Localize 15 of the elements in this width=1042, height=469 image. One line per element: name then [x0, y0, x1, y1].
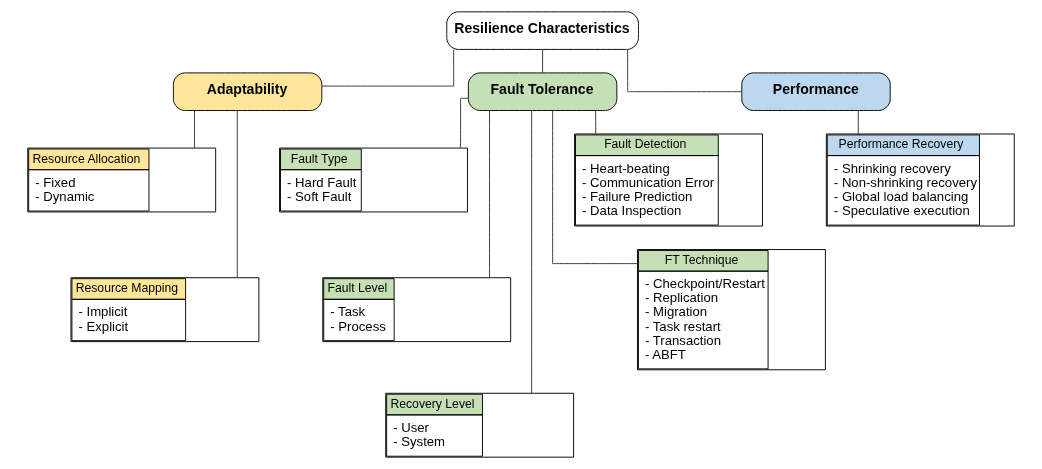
node-box: Resilience Characteristics — [446, 11, 639, 50]
node-box: Fault Tolerance — [467, 72, 618, 111]
node-box: Performance — [741, 72, 891, 111]
connector — [552, 110, 638, 265]
connector — [531, 110, 533, 394]
connector — [627, 49, 743, 93]
connector — [489, 110, 490, 279]
connector — [194, 110, 195, 149]
connector — [595, 110, 597, 135]
connector — [857, 110, 859, 135]
node-box: Adaptability — [172, 72, 323, 111]
connector — [460, 97, 469, 149]
connector — [236, 110, 238, 279]
connector — [542, 49, 544, 73]
connector — [321, 49, 455, 87]
